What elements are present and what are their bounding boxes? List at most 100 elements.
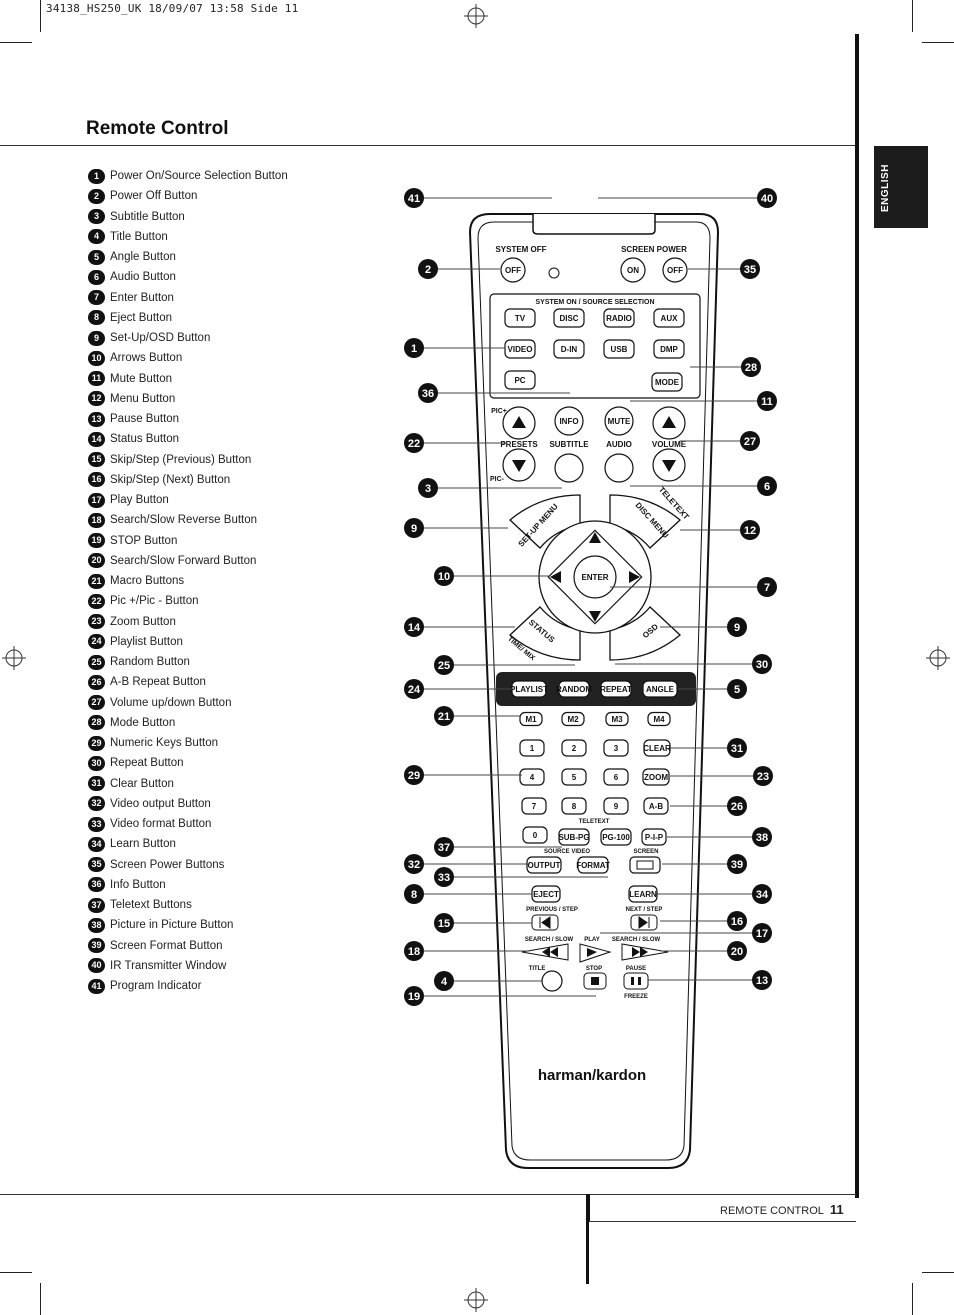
callout-marker: [752, 884, 772, 904]
legend-label: Picture in Picture Button: [110, 919, 234, 932]
legend-number: 22: [88, 593, 105, 609]
arrow-down-icon: [589, 611, 601, 622]
numeric-key[interactable]: [561, 739, 587, 757]
video-output-button[interactable]: [526, 856, 562, 874]
screen-on-button[interactable]: [620, 257, 646, 283]
title-button[interactable]: [541, 970, 563, 992]
zoom-button[interactable]: [642, 768, 670, 786]
source-aux-button-label: AUX: [661, 314, 679, 323]
setup-menu-button: [509, 494, 581, 549]
numeric-key[interactable]: [603, 739, 629, 757]
next-step-label: NEXT / STEP: [626, 907, 663, 913]
callout-number: 7: [764, 582, 770, 594]
video-format-button[interactable]: [577, 856, 609, 874]
legend-label: IR Transmitter Window: [110, 959, 227, 972]
callout-number: 37: [438, 842, 450, 854]
source-usb-button[interactable]: [603, 339, 635, 359]
legend-label: Zoom Button: [110, 615, 176, 628]
teletext-pg100-button[interactable]: [600, 828, 632, 846]
legend-label: Mute Button: [110, 372, 173, 385]
macro-m4-button[interactable]: [647, 711, 671, 727]
screen-off-button-label: OFF: [667, 266, 683, 275]
legend-label: Menu Button: [110, 392, 176, 405]
callout-marker: [727, 617, 747, 637]
legend-number: 4: [88, 229, 105, 245]
random-button[interactable]: [558, 680, 590, 698]
legend-label: Mode Button: [110, 716, 176, 729]
source-dmp-button[interactable]: [653, 339, 685, 359]
legend-label: Power On/Source Selection Button: [110, 170, 288, 183]
source-video-button[interactable]: [504, 339, 536, 359]
teletext-sub-pg-button[interactable]: [558, 828, 590, 846]
volume-label: VOLUME: [652, 440, 687, 449]
info-button[interactable]: [554, 406, 584, 436]
callout-number: 2: [425, 264, 431, 276]
video-format-button-label: FORMAT: [576, 861, 610, 870]
mode-button[interactable]: [651, 372, 683, 392]
pause-button[interactable]: [623, 972, 649, 990]
source-radio-button[interactable]: [603, 308, 635, 328]
callout-marker: [434, 566, 454, 586]
callout-marker: [727, 679, 747, 699]
numeric-key[interactable]: [521, 797, 547, 815]
screen-off-button[interactable]: [662, 257, 688, 283]
screen-power-label: SCREEN POWER: [621, 245, 687, 254]
legend-number: 28: [88, 715, 105, 731]
angle-button[interactable]: [642, 680, 678, 698]
enter-button-label: ENTER: [581, 573, 608, 582]
callout-number: 36: [422, 388, 434, 400]
numeric-key[interactable]: [519, 768, 545, 786]
subtitle-button[interactable]: [554, 453, 584, 483]
language-tab: ENGLISH: [874, 146, 928, 228]
source-pc-button[interactable]: [504, 370, 536, 390]
audio-button[interactable]: [604, 453, 634, 483]
legend-label: Video output Button: [110, 797, 211, 810]
numeric-key[interactable]: [561, 797, 587, 815]
numeric-key[interactable]: [603, 768, 629, 786]
callout-number: 35: [744, 264, 756, 276]
repeat-button[interactable]: [600, 680, 632, 698]
arrow-up-icon: [589, 532, 601, 543]
registration-mark: [2, 646, 26, 670]
macro-m1-button[interactable]: [519, 711, 543, 727]
numeric-key[interactable]: [603, 797, 629, 815]
system-off-button[interactable]: [500, 257, 526, 283]
legend-number: 41: [88, 978, 105, 994]
callout-number: 40: [761, 193, 773, 205]
callout-marker: [404, 518, 424, 538]
ab-repeat-button-label: A-B: [649, 802, 663, 811]
search-slow-right-label: SEARCH / SLOW: [612, 937, 661, 943]
screen-format-button[interactable]: [629, 856, 661, 874]
source-din-button[interactable]: [553, 339, 585, 359]
callout-marker: [404, 617, 424, 637]
callout-number: 33: [438, 872, 450, 884]
numeric-key[interactable]: [522, 826, 548, 844]
numeric-key[interactable]: [561, 768, 587, 786]
enter-button[interactable]: [573, 555, 617, 599]
source-aux-button[interactable]: [653, 308, 685, 328]
system-off-label: SYSTEM OFF: [495, 245, 546, 254]
legend-number: 12: [88, 391, 105, 407]
macro-m3-button[interactable]: [605, 711, 629, 727]
pip-button[interactable]: [641, 828, 667, 846]
callout-number: 13: [756, 975, 768, 987]
legend-number: 39: [88, 938, 105, 954]
crop-mark: [922, 1272, 954, 1273]
source-disc-button[interactable]: [553, 308, 585, 328]
mute-button[interactable]: [604, 406, 634, 436]
callout-marker: [727, 911, 747, 931]
source-tv-button[interactable]: [504, 308, 536, 328]
language-tab-label: ENGLISH: [880, 164, 891, 212]
ab-repeat-button[interactable]: [643, 797, 669, 815]
macro-m4-button-label: M4: [653, 715, 665, 724]
numeric-key[interactable]: [519, 739, 545, 757]
macro-m2-button[interactable]: [561, 711, 585, 727]
legend-number: 31: [88, 776, 105, 792]
callout-marker: [434, 867, 454, 887]
triangle-down-icon: [512, 460, 526, 472]
